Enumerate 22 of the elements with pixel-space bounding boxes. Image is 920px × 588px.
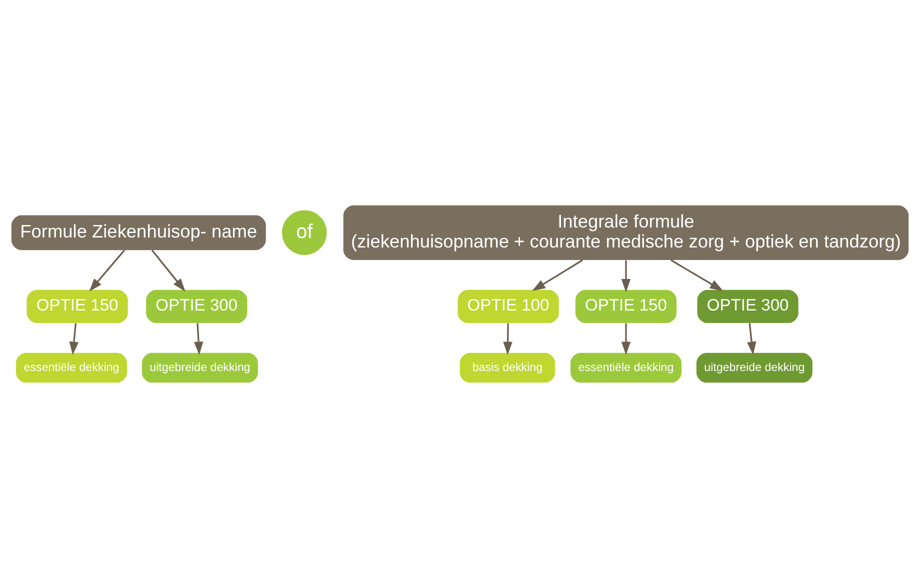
node-box: OPTIE 300 bbox=[146, 290, 248, 323]
arrow bbox=[670, 259, 724, 292]
node-box: Integrale formule (ziekenhuisopname + courante medische zorg + optiek en tandzorg) bbox=[343, 205, 909, 260]
node-box: Formule Ziekenhuisop- name bbox=[11, 215, 266, 250]
arrow bbox=[194, 323, 204, 356]
arrow bbox=[69, 323, 79, 356]
arrow bbox=[151, 250, 186, 292]
node-box: essentiële dekking bbox=[570, 352, 682, 383]
arrow bbox=[621, 260, 631, 292]
arrow bbox=[89, 250, 126, 292]
node-box: uitgebreide dekking bbox=[142, 352, 258, 383]
node-box: essentiële dekking bbox=[16, 352, 128, 383]
arrow bbox=[747, 323, 756, 356]
node-box: basis dekking bbox=[460, 352, 556, 383]
arrow bbox=[532, 259, 583, 292]
node-box: OPTIE 150 bbox=[575, 290, 677, 323]
node-box: uitgebreide dekking bbox=[696, 352, 812, 383]
node-box: OPTIE 150 bbox=[26, 290, 128, 323]
node-box: OPTIE 100 bbox=[458, 290, 559, 323]
arrow bbox=[621, 323, 631, 356]
node-box: OPTIE 300 bbox=[697, 290, 798, 323]
arrow bbox=[503, 323, 512, 356]
